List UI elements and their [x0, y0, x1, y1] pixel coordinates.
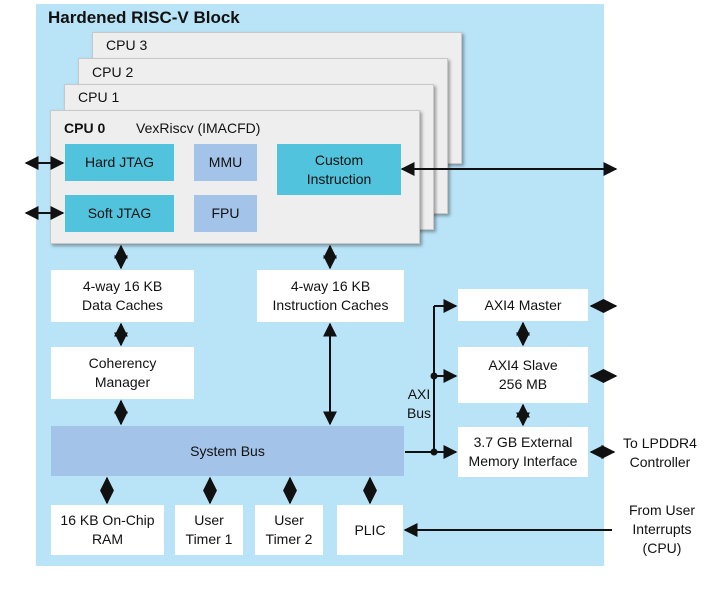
- coherency-manager-label-2: Manager: [94, 374, 151, 390]
- user-timer1-label-1: User: [194, 512, 224, 528]
- onchip-ram-label-2: RAM: [91, 531, 124, 547]
- user-timer1-label-2: Timer 1: [185, 531, 233, 547]
- user-interrupts-label: From User Interrupts (CPU): [614, 501, 710, 558]
- fpu-label: FPU: [211, 205, 240, 221]
- cpu2-label: CPU 2: [92, 64, 134, 80]
- axi4-master-label: AXI4 Master: [484, 296, 562, 313]
- axi-junction-master: [430, 372, 438, 380]
- external-memory-label-1: 3.7 GB External: [473, 434, 573, 450]
- axi4-slave-label-1: AXI4 Slave: [488, 357, 558, 373]
- cpu3-label: CPU 3: [106, 37, 148, 53]
- external-memory-interface-box: 3.7 GB External Memory Interface: [458, 427, 588, 477]
- onchip-ram-box: 16 KB On-Chip RAM: [51, 505, 164, 555]
- lpddr4-controller-label: To LPDDR4 Controller: [612, 434, 708, 472]
- axi-bus-backbone: [405, 306, 435, 453]
- onchip-ram-label-1: 16 KB On-Chip: [60, 512, 155, 528]
- soft-jtag-label: Soft JTAG: [87, 205, 152, 221]
- cpu1-label: CPU 1: [78, 89, 120, 105]
- custom-instruction-label-1: Custom: [314, 151, 364, 168]
- block-title: Hardened RISC-V Block: [48, 8, 240, 27]
- data-caches-label-2: Data Caches: [82, 297, 163, 313]
- instruction-caches-label-2: Instruction Caches: [272, 297, 389, 313]
- interrupts-label-3: (CPU): [642, 540, 682, 556]
- fpu-unit: FPU: [194, 195, 257, 232]
- user-timer2-label-1: User: [274, 512, 304, 528]
- lpddr4-label-2: Controller: [629, 454, 691, 470]
- plic-label: PLIC: [354, 521, 386, 538]
- system-bus: System Bus: [51, 426, 404, 476]
- axi4-slave-label-2: 256 MB: [498, 376, 548, 392]
- system-bus-label: System Bus: [190, 442, 265, 459]
- hard-jtag-label: Hard JTAG: [85, 154, 154, 170]
- axi4-slave-box: AXI4 Slave 256 MB: [458, 347, 588, 403]
- coherency-manager-box: Coherency Manager: [51, 347, 194, 399]
- instruction-caches-box: 4-way 16 KB Instruction Caches: [257, 270, 404, 322]
- data-caches-label-1: 4-way 16 KB: [82, 278, 163, 294]
- axi-bus-label-1: AXI: [407, 386, 431, 402]
- interrupts-label-2: Interrupts: [632, 521, 692, 537]
- external-memory-label-2: Memory Interface: [468, 453, 578, 469]
- hard-jtag-unit: Hard JTAG: [65, 144, 174, 181]
- plic-box: PLIC: [337, 505, 403, 555]
- user-timer1-box: User Timer 1: [175, 505, 243, 555]
- user-timer2-label-2: Timer 2: [265, 531, 313, 547]
- axi-bus-label-2: Bus: [406, 405, 432, 421]
- cpu0-label: CPU 0: [64, 120, 106, 136]
- mmu-unit: MMU: [194, 144, 257, 181]
- custom-instruction-label-2: Instruction: [306, 170, 372, 187]
- soft-jtag-unit: Soft JTAG: [65, 195, 174, 232]
- lpddr4-label-1: To LPDDR4: [623, 435, 697, 451]
- mmu-label: MMU: [208, 154, 243, 170]
- axi4-master-box: AXI4 Master: [458, 289, 588, 321]
- custom-instruction-unit: Custom Instruction: [277, 144, 401, 195]
- cpu0-core-label: VexRiscv (IMACFD): [136, 120, 261, 136]
- axi-bus-label: AXI Bus: [404, 385, 434, 423]
- data-caches-box: 4-way 16 KB Data Caches: [51, 270, 194, 322]
- axi-junction-extmem: [430, 448, 438, 456]
- interrupts-label-1: From User: [628, 502, 696, 518]
- instruction-caches-label-1: 4-way 16 KB: [290, 278, 371, 294]
- coherency-manager-label-1: Coherency: [88, 355, 157, 371]
- user-timer2-box: User Timer 2: [255, 505, 323, 555]
